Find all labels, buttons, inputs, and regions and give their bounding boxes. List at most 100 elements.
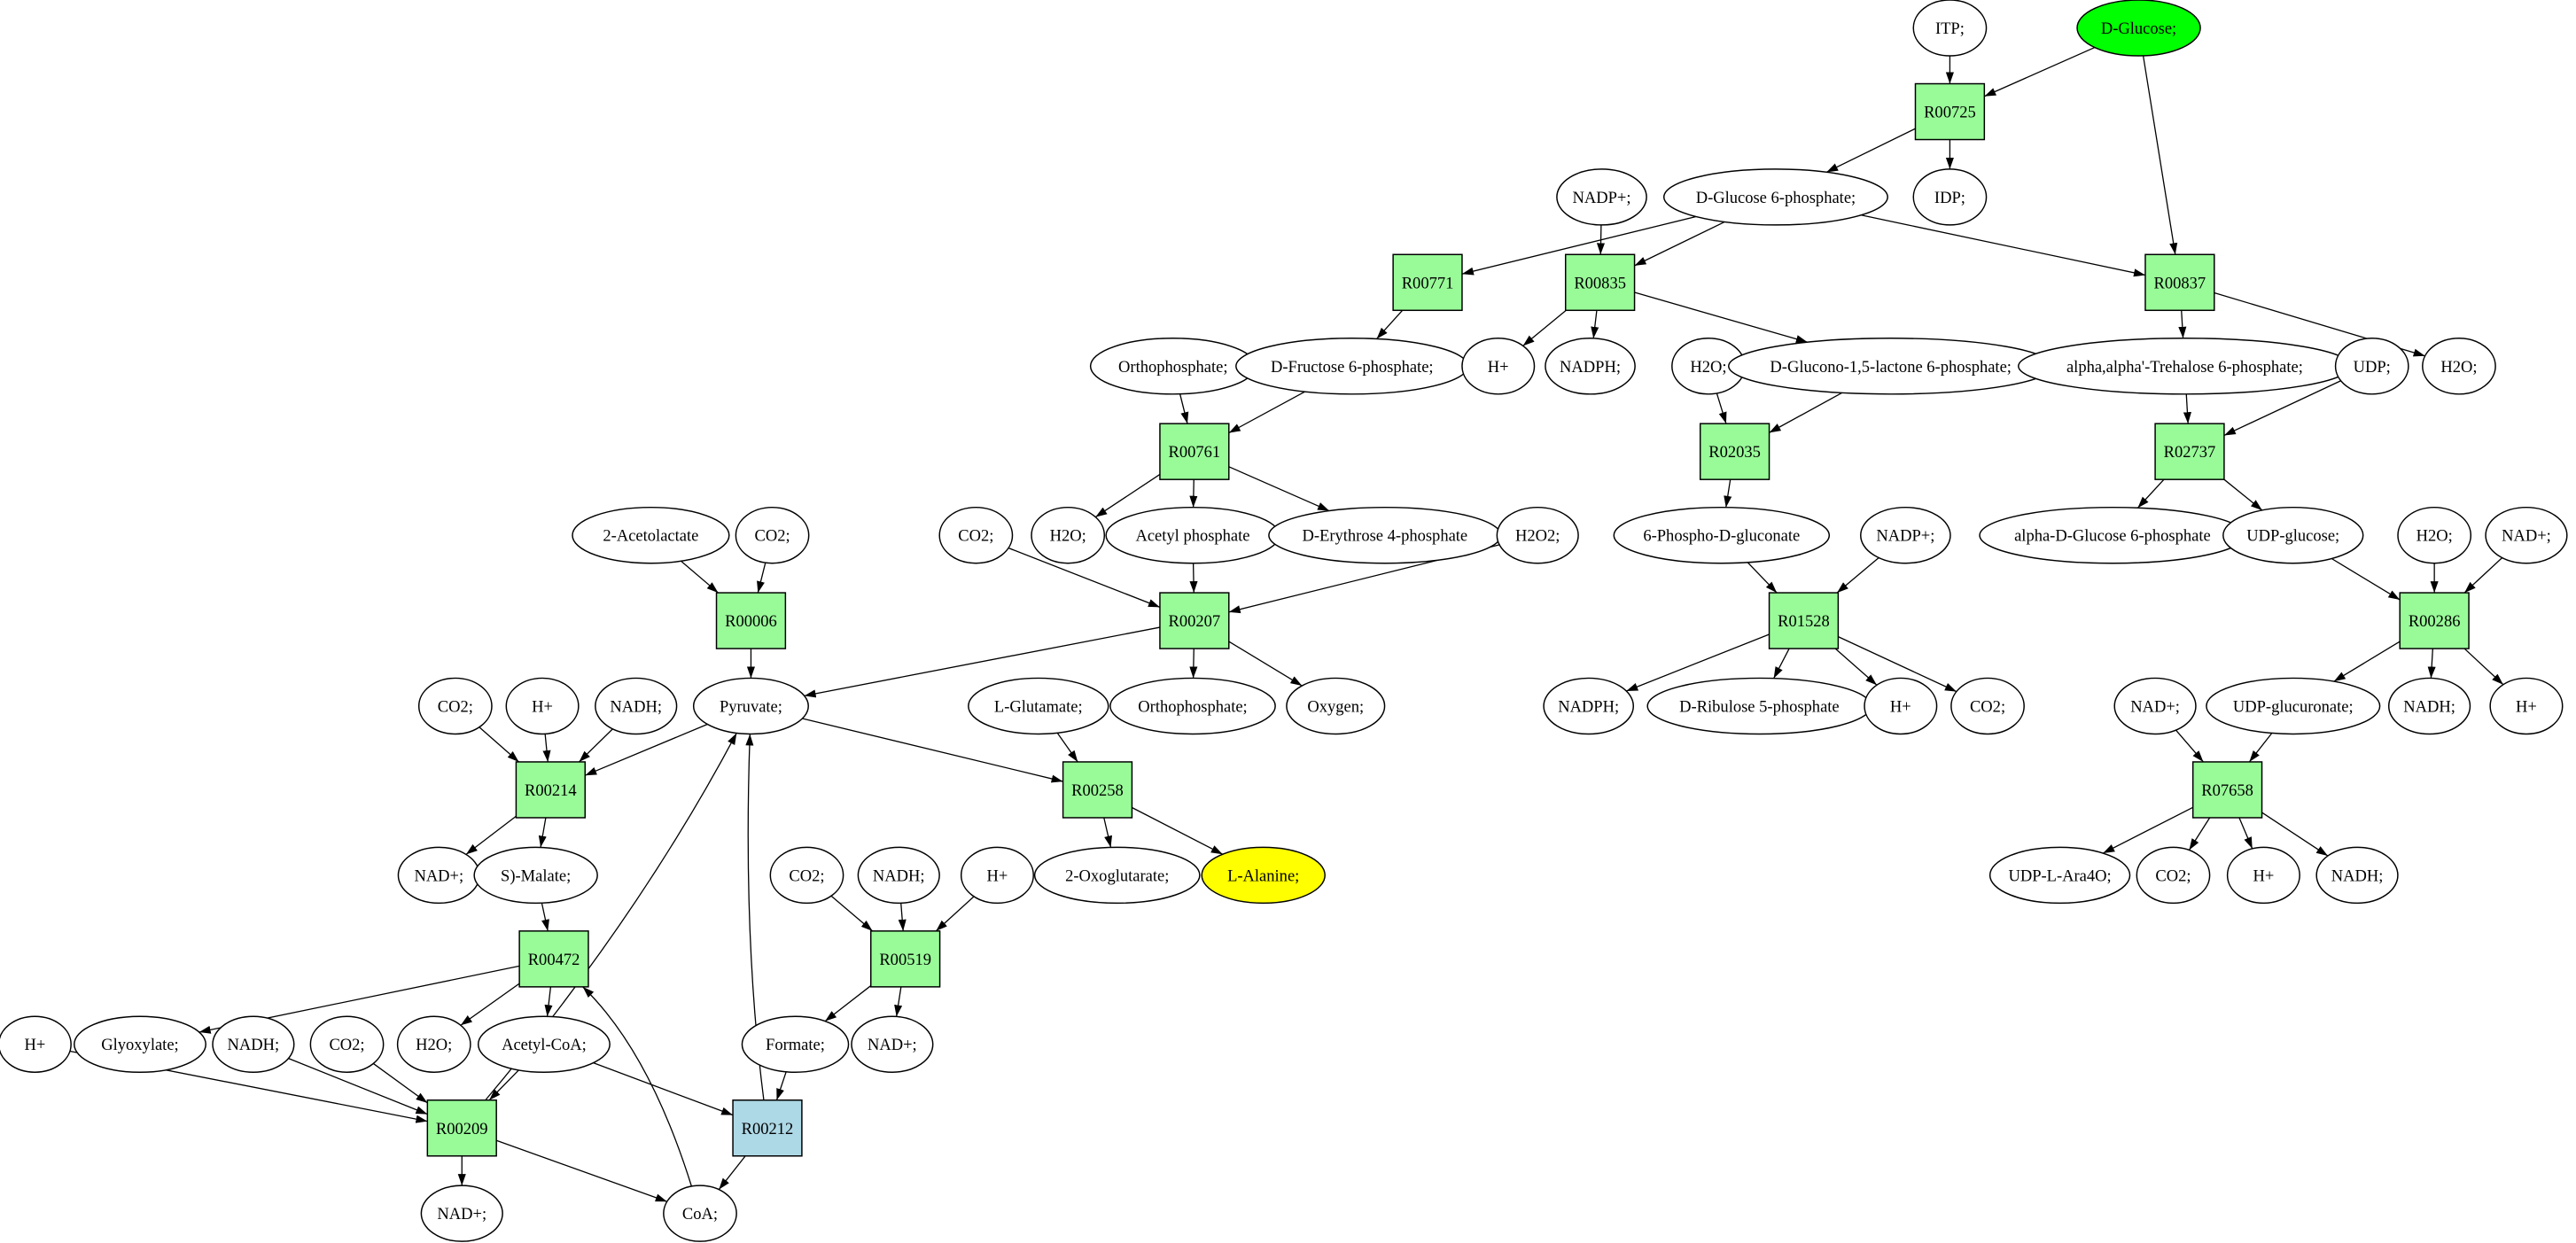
node-label: Orthophosphate;	[1138, 697, 1247, 716]
metabolite-node[interactable]: CO2;	[938, 506, 1014, 564]
metabolite-node[interactable]: Orthophosphate;	[1089, 338, 1257, 395]
reaction-node[interactable]: R00214	[515, 761, 586, 819]
edge-arrow	[1984, 46, 2096, 97]
edge-arrow	[830, 895, 874, 932]
metabolite-node[interactable]: D-Erythrose 4-phosphate	[1268, 506, 1502, 564]
metabolite-node[interactable]: NADH;	[2315, 846, 2399, 905]
metabolite-node[interactable]: CO2;	[417, 677, 493, 735]
reaction-node[interactable]: R00472	[518, 930, 589, 988]
metabolite-node[interactable]: UDP-L-Ara4O;	[1988, 846, 2131, 905]
node-label: CO2;	[754, 527, 790, 546]
metabolite-node[interactable]: NAD+;	[2113, 677, 2197, 735]
metabolite-node[interactable]: H+	[2489, 677, 2564, 735]
reaction-node[interactable]: R02035	[1699, 423, 1771, 480]
metabolite-node[interactable]: D-Glucose 6-phosphate;	[1662, 168, 1888, 226]
metabolite-node[interactable]: UDP-glucuronate;	[2206, 677, 2381, 735]
metabolite-node[interactable]: IDP;	[1912, 168, 1988, 226]
metabolite-node[interactable]: 2-Acetolactate	[572, 506, 730, 564]
metabolite-node[interactable]: S)-Malate;	[473, 846, 598, 905]
node-label: NAD+;	[414, 866, 463, 885]
node-label: S)-Malate;	[501, 866, 571, 885]
metabolite-node[interactable]: H2O2;	[1496, 506, 1579, 564]
node-label: H+	[2253, 866, 2274, 885]
metabolite-node[interactable]: Glyoxylate;	[74, 1015, 206, 1073]
reaction-node[interactable]: R00519	[870, 930, 941, 988]
metabolite-node[interactable]: H2O;	[2397, 506, 2472, 564]
edge-arrow	[1522, 309, 1567, 346]
reaction-node[interactable]: R00006	[715, 592, 787, 649]
metabolite-node[interactable]: CO2;	[735, 506, 810, 564]
metabolite-node[interactable]: NADH;	[595, 677, 678, 735]
reaction-node[interactable]: R00258	[1062, 761, 1133, 819]
metabolite-node[interactable]: 6-Phospho-D-gluconate	[1613, 506, 1831, 564]
metabolite-node[interactable]: H+	[2226, 846, 2300, 905]
metabolite-node[interactable]: 2-Oxoglutarate;	[1033, 846, 1201, 905]
reaction-node[interactable]: R00835	[1564, 253, 1636, 312]
metabolite-node[interactable]: D-Glucono-1,5-lactone 6-phosphate;	[1728, 338, 2054, 395]
metabolite-node[interactable]: Acetyl-CoA;	[477, 1015, 611, 1073]
metabolite-node[interactable]: NADH;	[2387, 677, 2471, 735]
metabolite-node[interactable]: NADH;	[212, 1015, 295, 1073]
reaction-node[interactable]: R00725	[1914, 82, 1986, 141]
metabolite-node[interactable]: H+	[0, 1015, 72, 1073]
metabolite-node[interactable]: H+	[1461, 338, 1536, 395]
edge-arrow	[2427, 649, 2436, 679]
metabolite-node[interactable]: D-Glucose;	[2076, 0, 2201, 57]
metabolite-node[interactable]: NADP+;	[1860, 506, 1951, 564]
metabolite-node[interactable]: CO2;	[309, 1015, 385, 1073]
edge-arrow	[1228, 641, 1303, 687]
edge-arrow	[1773, 648, 1790, 680]
reaction-node[interactable]: R07658	[2191, 761, 2263, 819]
metabolite-node[interactable]: NAD+;	[851, 1015, 934, 1073]
metabolite-node[interactable]: NADH;	[857, 846, 940, 905]
metabolite-node[interactable]: NADPH;	[1545, 338, 1636, 395]
metabolite-node[interactable]: alpha,alpha'-Trehalose 6-phosphate;	[2018, 338, 2352, 395]
node-label: CO2;	[438, 697, 473, 716]
reaction-node[interactable]: R00212	[732, 1099, 803, 1157]
metabolite-node[interactable]: H+	[1864, 677, 1938, 735]
edge-arrow	[582, 986, 693, 1187]
reaction-node[interactable]: R00771	[1392, 253, 1463, 312]
metabolite-node[interactable]: NADPH;	[1543, 677, 1635, 735]
metabolite-node[interactable]: NADP+;	[1556, 168, 1647, 226]
metabolite-node[interactable]: D-Fructose 6-phosphate;	[1235, 338, 1469, 395]
edge-arrow	[479, 726, 519, 763]
metabolite-node[interactable]: UDP;	[2334, 338, 2409, 395]
metabolite-node[interactable]: H2O;	[396, 1015, 471, 1073]
reaction-node[interactable]: R00209	[426, 1099, 497, 1157]
metabolite-node[interactable]: H2O;	[2422, 338, 2496, 395]
reaction-node[interactable]: R00837	[2144, 253, 2215, 312]
metabolite-node[interactable]: Oxygen;	[1286, 677, 1386, 735]
node-label: Pyruvate;	[720, 697, 782, 716]
reaction-node[interactable]: R00207	[1159, 592, 1230, 649]
metabolite-node[interactable]: NAD+;	[397, 846, 480, 905]
metabolite-node[interactable]: CO2;	[769, 846, 844, 905]
reaction-node[interactable]: R00761	[1159, 423, 1230, 480]
metabolite-node[interactable]: D-Ribulose 5-phosphate	[1646, 677, 1872, 735]
reaction-node[interactable]: R00286	[2399, 592, 2470, 649]
metabolite-node[interactable]: L-Alanine;	[1201, 846, 1326, 905]
node-label: R00771	[1402, 274, 1454, 292]
metabolite-node[interactable]: Pyruvate;	[692, 677, 809, 735]
metabolite-node[interactable]: Acetyl phosphate	[1105, 506, 1280, 564]
metabolite-node[interactable]: ITP;	[1912, 0, 1988, 57]
metabolite-node[interactable]: Formate;	[741, 1015, 850, 1073]
node-label: D-Glucose;	[2101, 19, 2176, 38]
reaction-node[interactable]: R02737	[2154, 423, 2225, 480]
metabolite-node[interactable]: H2O;	[1031, 506, 1106, 564]
metabolite-node[interactable]: H+	[960, 846, 1034, 905]
metabolite-node[interactable]: H+	[505, 677, 580, 735]
reaction-node[interactable]: R01528	[1768, 592, 1840, 649]
edge-arrow	[1836, 556, 1879, 594]
metabolite-node[interactable]: CoA;	[663, 1185, 737, 1242]
metabolite-node[interactable]: NAD+;	[420, 1185, 503, 1242]
metabolite-node[interactable]: CO2;	[1950, 677, 2025, 735]
metabolite-node[interactable]: Orthophosphate;	[1109, 677, 1276, 735]
metabolite-node[interactable]: UDP-glucose;	[2222, 506, 2364, 564]
metabolite-node[interactable]: alpha-D-Glucose 6-phosphate	[1979, 506, 2246, 564]
metabolite-ellipse	[769, 846, 844, 905]
metabolite-node[interactable]: L-Glutamate;	[968, 677, 1109, 735]
metabolite-node[interactable]: CO2;	[2136, 846, 2211, 905]
edge-arrow	[1228, 466, 1330, 512]
metabolite-node[interactable]: NAD+;	[2485, 506, 2568, 564]
